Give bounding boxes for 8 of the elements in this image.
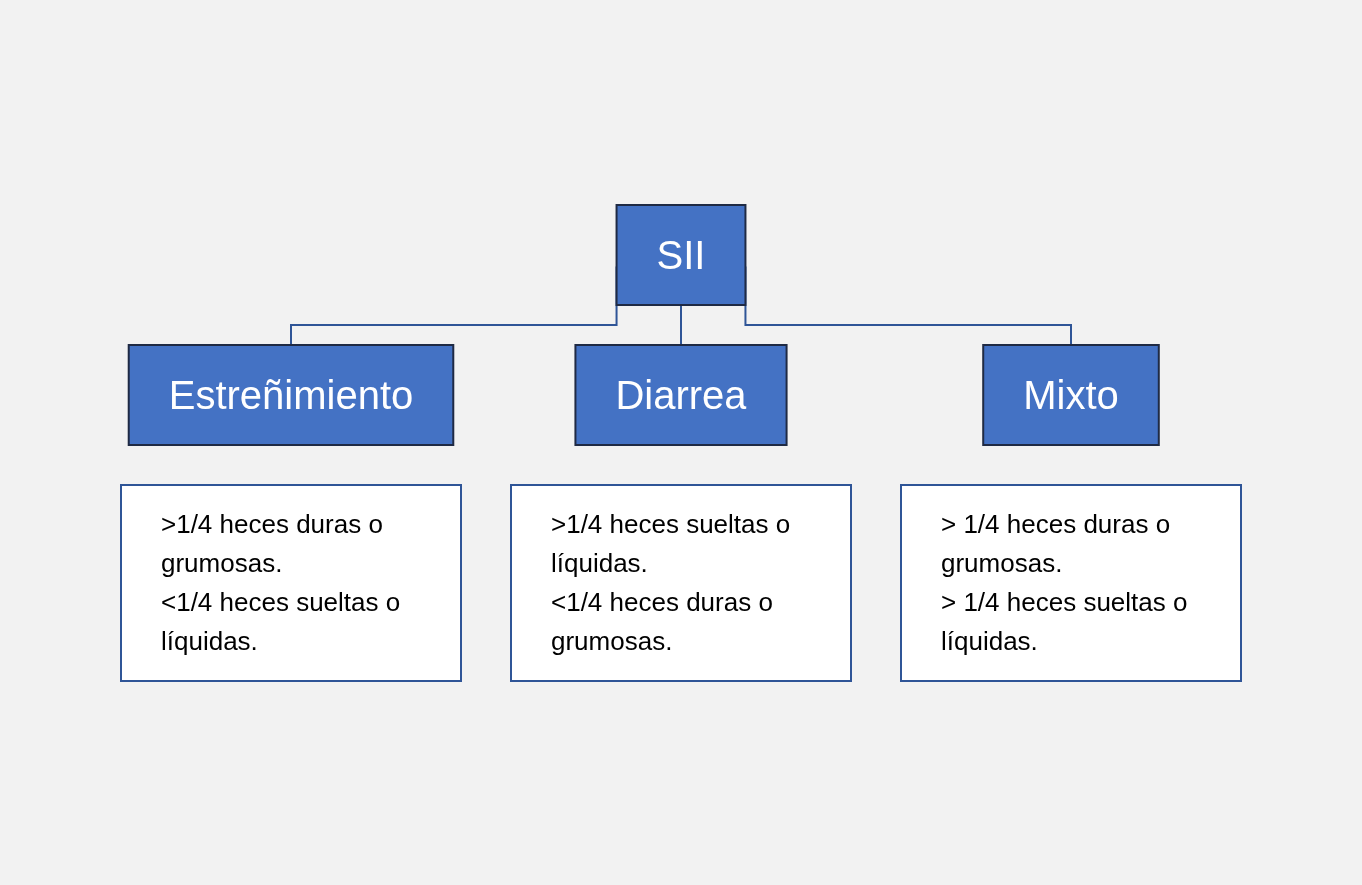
node-box: >1/4 heces sueltas o líquidas. <1/4 heces duras o grumosas. xyxy=(510,483,852,682)
node-box: Estreñimiento xyxy=(127,343,455,446)
node-box: >1/4 heces duras o grumosas. <1/4 heces sueltas o líquidas. xyxy=(120,483,462,682)
node-box: > 1/4 heces duras o grumosas. > 1/4 heces sueltas o líquidas. xyxy=(900,483,1242,682)
connector xyxy=(680,303,682,346)
node-box: Diarrea xyxy=(574,343,788,446)
node-box: SII xyxy=(615,203,747,306)
node-box: Mixto xyxy=(982,343,1160,446)
